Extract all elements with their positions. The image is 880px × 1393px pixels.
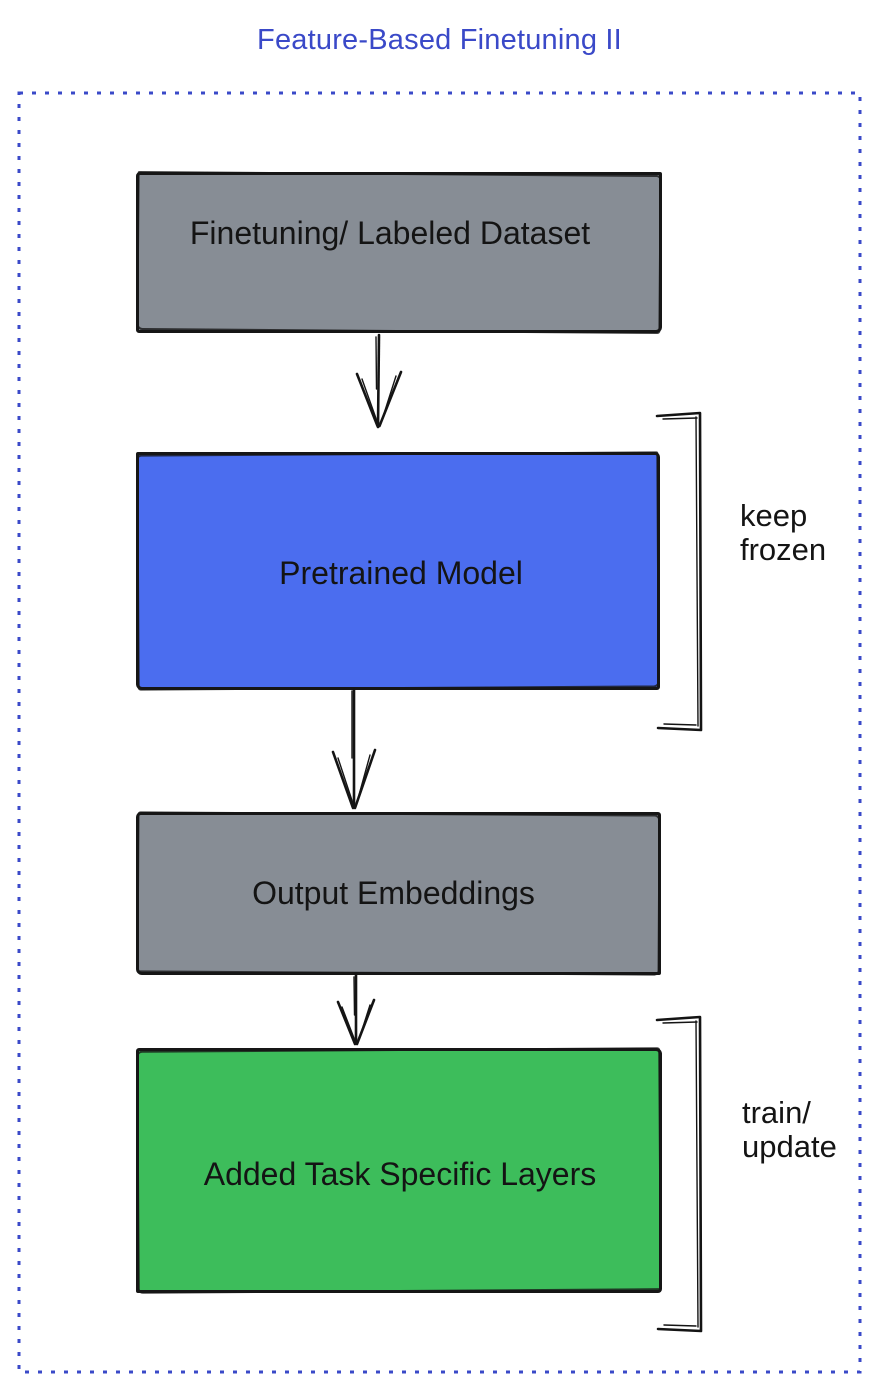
flow-arrow-model-to-embeddings bbox=[331, 688, 377, 810]
flow-arrow-dataset-to-model bbox=[355, 333, 403, 429]
annotation-line: frozen bbox=[740, 532, 827, 567]
node-label: Added Task Specific Layers bbox=[203, 1155, 597, 1192]
annotation-line: keep bbox=[740, 498, 808, 533]
node-output-embeddings: Output Embeddings bbox=[136, 812, 661, 975]
bracket-keep-frozen bbox=[655, 411, 703, 732]
bracket-train-update bbox=[655, 1015, 703, 1333]
annotation-train-update: train/ update bbox=[742, 1096, 837, 1164]
flow-arrow-embeddings-to-layers bbox=[336, 973, 376, 1046]
annotation-keep-frozen: keep frozen bbox=[740, 499, 826, 567]
page-title: Feature-Based Finetuning II bbox=[257, 24, 622, 56]
node-label: Output Embeddings bbox=[252, 874, 535, 911]
annotation-line: train/ bbox=[742, 1095, 811, 1130]
node-label: Finetuning/ Labeled Dataset bbox=[189, 214, 591, 251]
node-pretrained-model: Pretrained Model bbox=[136, 452, 660, 690]
node-label: Pretrained Model bbox=[279, 555, 523, 592]
node-finetuning-dataset: Finetuning/ Labeled Dataset bbox=[136, 172, 662, 333]
node-added-task-layers: Added Task Specific Layers bbox=[136, 1048, 662, 1293]
annotation-line: update bbox=[742, 1129, 837, 1164]
